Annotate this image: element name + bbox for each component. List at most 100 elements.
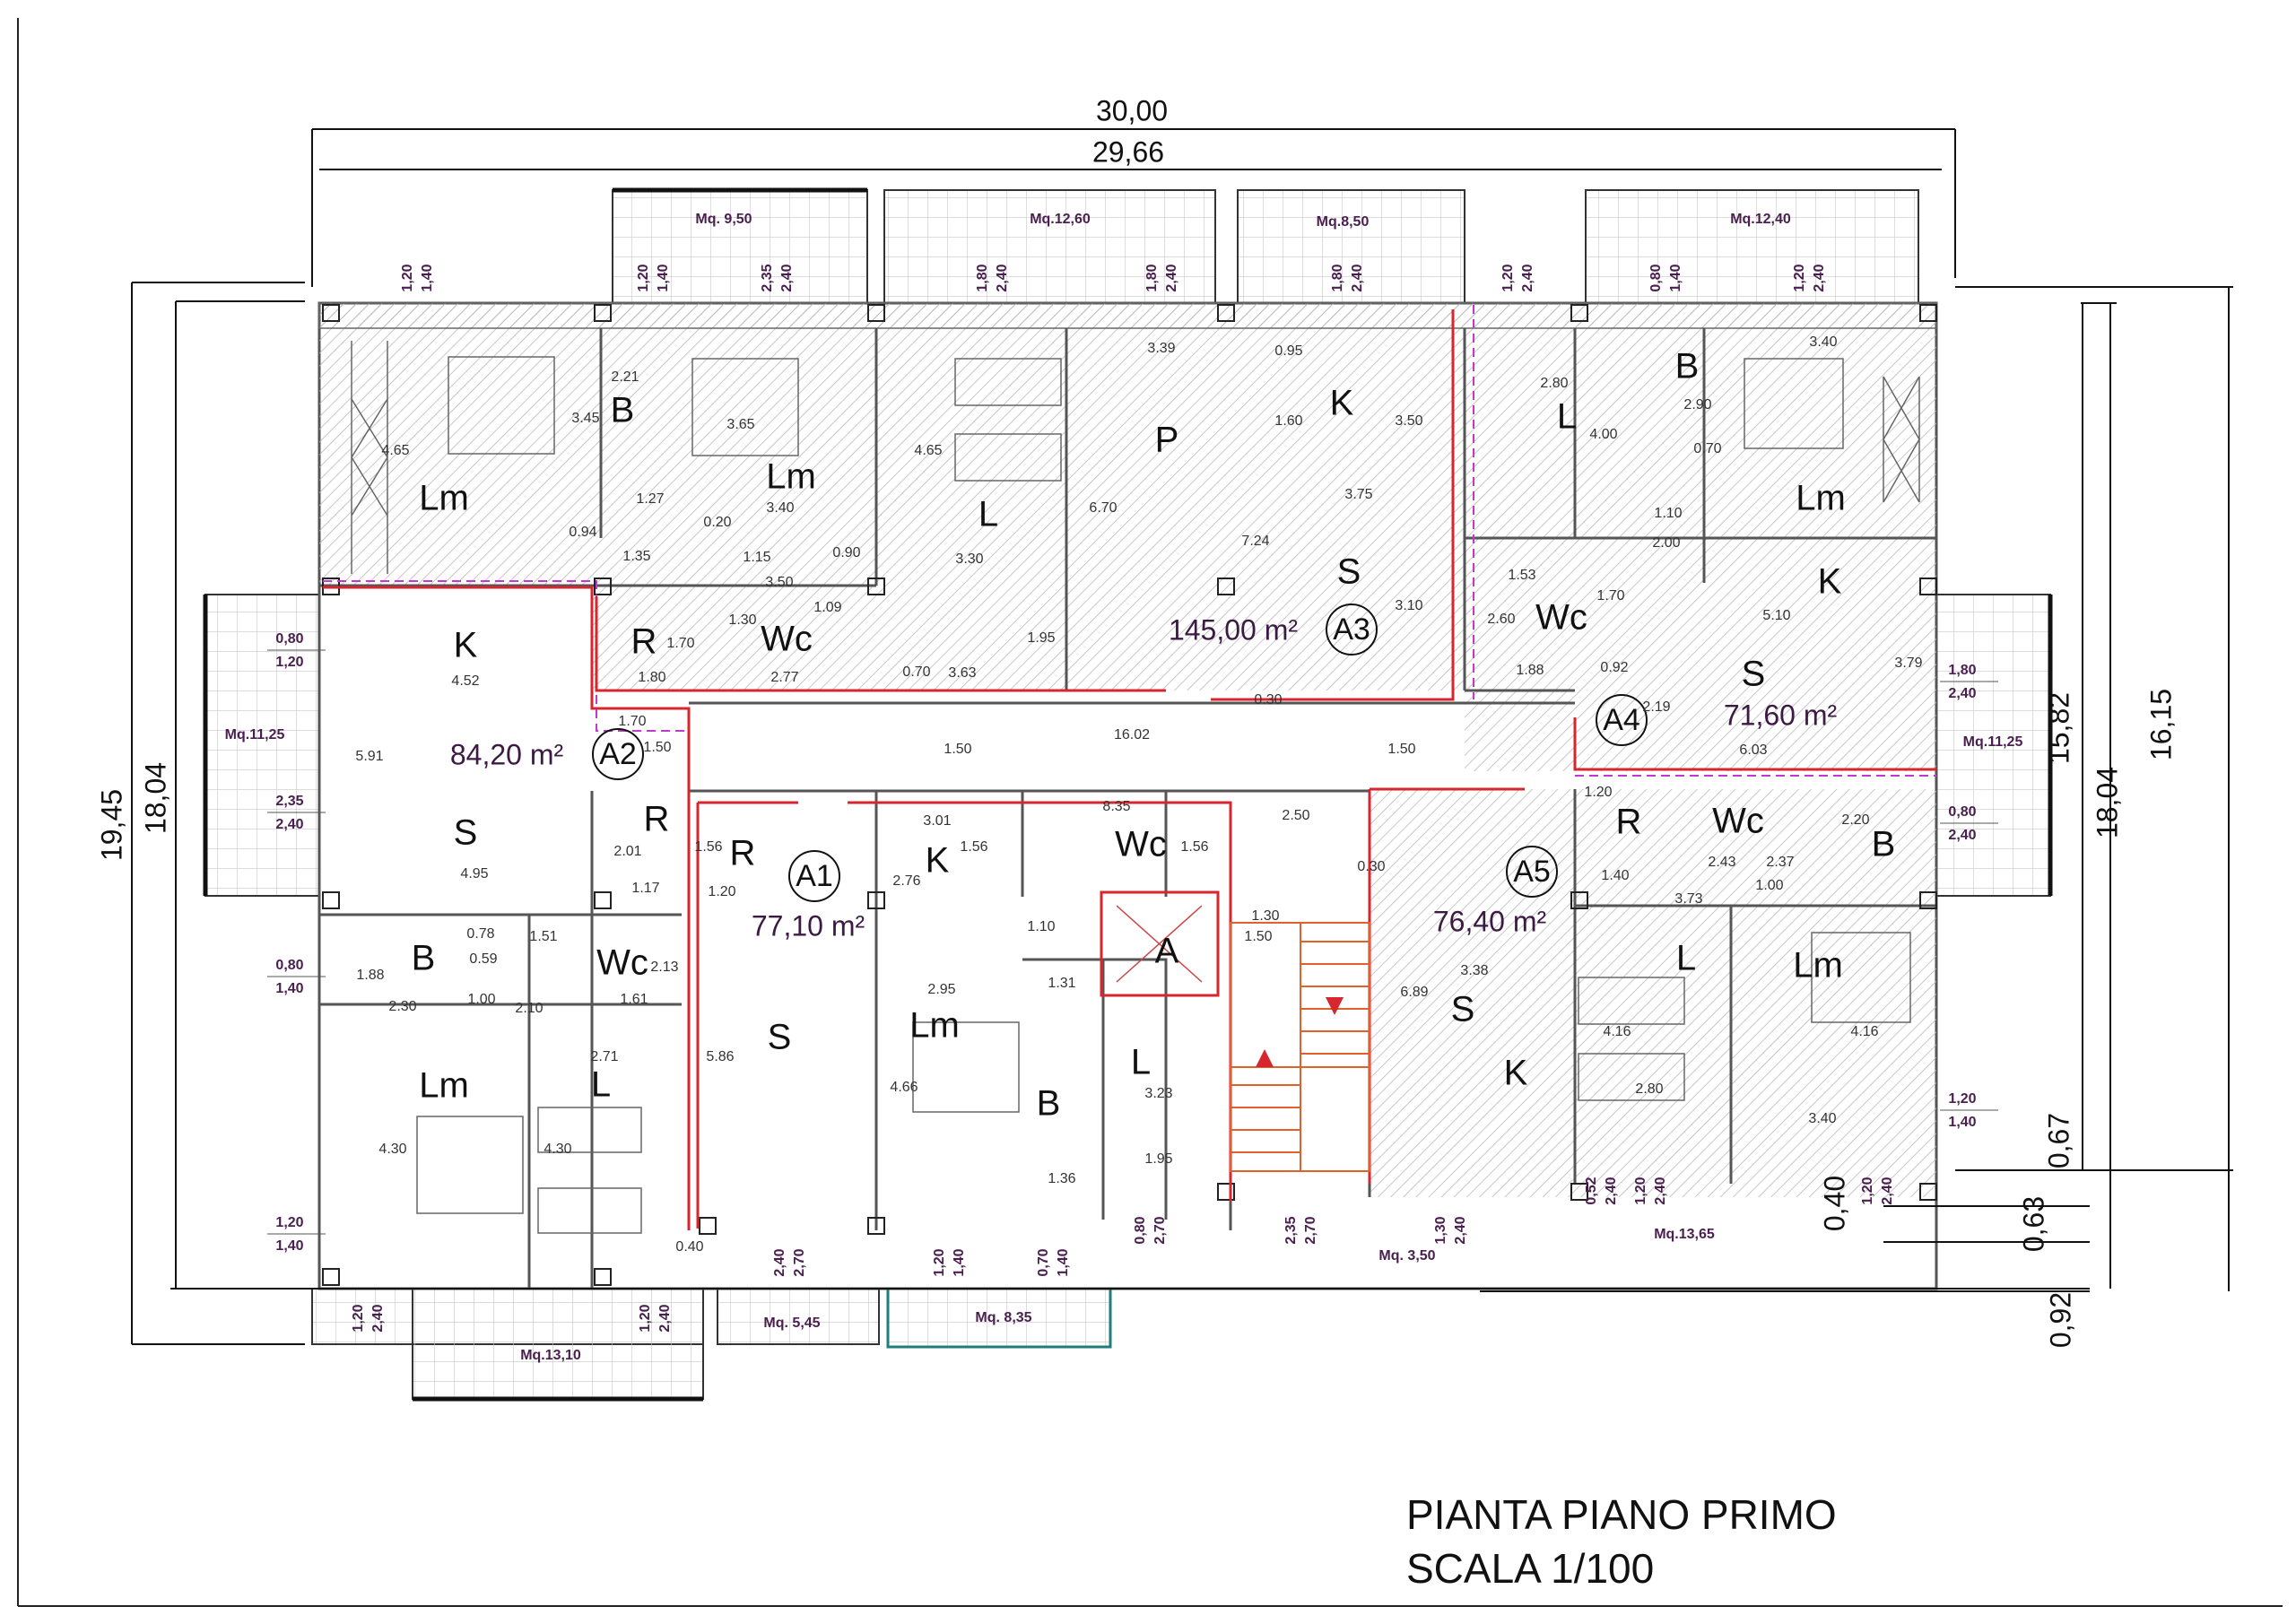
drawing-scale: SCALA 1/100	[1406, 1545, 1654, 1592]
room-label: B	[611, 391, 635, 430]
apartment-id: A1	[796, 859, 833, 893]
building	[317, 301, 1938, 1290]
balcony-left	[204, 594, 320, 897]
room-label: R	[1616, 803, 1642, 842]
window-sill: 1,40	[1948, 1115, 1976, 1130]
dim-right-mid: 18,04	[2091, 767, 2123, 838]
room-dimension: 1.20	[708, 884, 735, 899]
room-dimension: 3.40	[1808, 1111, 1836, 1126]
balcony-bottom-1	[412, 1288, 704, 1400]
balcony-area: Mq.13,65	[1654, 1227, 1715, 1242]
window-sill: 1,40	[1056, 1248, 1071, 1276]
room-dimension: 3.45	[571, 411, 599, 426]
room-dimension: 1.95	[1144, 1151, 1172, 1167]
room-dimension: 4.66	[890, 1080, 918, 1095]
room-label: R	[644, 800, 670, 839]
room-dimension: 2.90	[1683, 397, 1711, 413]
room-label: A	[1155, 932, 1179, 971]
room-dimension: 2.20	[1841, 812, 1869, 828]
window-height: 1,80	[1948, 663, 1976, 678]
room-dimension: 16.02	[1114, 727, 1150, 743]
room-dimension: 3.75	[1344, 487, 1372, 502]
room-label: B	[1872, 825, 1896, 864]
room-dimension: 0.92	[1600, 660, 1628, 675]
apartment-boundary-a2	[323, 586, 691, 1230]
room-dimension: 4.30	[378, 1142, 406, 1157]
balcony-top-4	[1585, 189, 1919, 304]
window-sill: 1,20	[275, 655, 303, 670]
window-height: 1,20	[1792, 264, 1807, 291]
apartment-area: 145,00 m²	[1169, 613, 1298, 646]
room-dimension: 1.80	[638, 670, 665, 685]
window-height: 1,20	[638, 1304, 653, 1332]
room-dimension: 4.30	[544, 1142, 571, 1157]
room-label: Wc	[1712, 802, 1764, 841]
window-height: 1,20	[932, 1248, 947, 1276]
room-dimension: 4.95	[460, 866, 488, 881]
room-dimension: 1.09	[813, 600, 841, 615]
balcony-bottom-3	[886, 1287, 1112, 1349]
apartment-area: 76,40 m²	[1433, 905, 1547, 937]
window-height: 1,80	[975, 264, 990, 291]
room-dimension: 2.01	[613, 844, 641, 859]
balcony-top-2	[883, 189, 1216, 304]
room-label: S	[1337, 552, 1361, 592]
window-sill: 2,40	[1948, 686, 1976, 701]
window-sill: 2,40	[1880, 1177, 1895, 1204]
room-label: Lm	[766, 457, 816, 497]
room-dimension: 2.80	[1540, 376, 1568, 391]
room-dimension: 0.70	[1693, 441, 1721, 456]
room-label: B	[1675, 347, 1700, 386]
balcony-area: Mq.11,25	[225, 727, 285, 743]
room-label: B	[412, 939, 436, 978]
room-dimension: 1.20	[1584, 785, 1612, 800]
room-dimension: 3.79	[1894, 656, 1922, 671]
room-dimension: 1.10	[1027, 919, 1055, 934]
room-label: L	[978, 495, 998, 534]
room-dimension: 1.50	[643, 740, 671, 755]
room-label: Lm	[419, 1066, 469, 1106]
room-dimension: 6.70	[1089, 500, 1117, 516]
room-dimension: 3.38	[1460, 963, 1488, 978]
elevator-shaft	[1100, 890, 1220, 997]
room-dimension: 3.40	[766, 500, 794, 516]
room-label: K	[1330, 384, 1354, 423]
room-label: R	[631, 622, 657, 662]
balcony-area: Mq.13,10	[520, 1348, 581, 1363]
room-dimension: 2.00	[1652, 535, 1680, 551]
window-height: 1,20	[1633, 1177, 1648, 1204]
stair-arrow-down-icon	[1326, 997, 1344, 1015]
window-sill: 2,40	[1812, 264, 1827, 291]
room-dimension: 3.65	[726, 417, 754, 432]
room-label: Wc	[1115, 825, 1167, 864]
room-label: S	[1451, 990, 1475, 1029]
apartment-area: 84,20 m²	[450, 738, 564, 770]
room-dimension: 2.60	[1487, 612, 1515, 627]
room-dimension: 5.10	[1762, 608, 1790, 623]
dim-right-a: 0,67	[2042, 1113, 2074, 1168]
stair-arrow-up-icon	[1256, 1049, 1274, 1067]
room-dimension: 3.39	[1147, 341, 1175, 356]
room-dimension: 8.35	[1102, 799, 1130, 814]
room-dimension: 4.65	[381, 443, 409, 458]
window-sill: 2,40	[1350, 264, 1365, 291]
window-height: 1,20	[1500, 264, 1516, 291]
title-block: PIANTA PIANO PRIMO SCALA 1/100	[1406, 1491, 1837, 1592]
apartment-a2: A2 84,20 m²	[450, 728, 644, 780]
room-label: S	[454, 813, 478, 853]
window-sill: 1,40	[275, 981, 303, 996]
room-dimension: 1.70	[618, 714, 646, 729]
window-height: 0,80	[1948, 804, 1976, 820]
window-height: 1,20	[636, 264, 651, 291]
window-sill: 2,70	[1152, 1216, 1168, 1244]
apartment-boundary-a4	[1573, 717, 1936, 771]
room-label: K	[1818, 562, 1842, 602]
room-dimension: 2.19	[1642, 699, 1670, 715]
room-dimension: 6.89	[1400, 985, 1428, 1000]
window-sill: 1,40	[952, 1248, 967, 1276]
room-dimension: 2.77	[770, 670, 798, 685]
room-dimension: 2.76	[892, 873, 920, 889]
balcony-area: Mq.8,50	[1317, 214, 1370, 230]
window-height: 1,20	[400, 264, 415, 291]
